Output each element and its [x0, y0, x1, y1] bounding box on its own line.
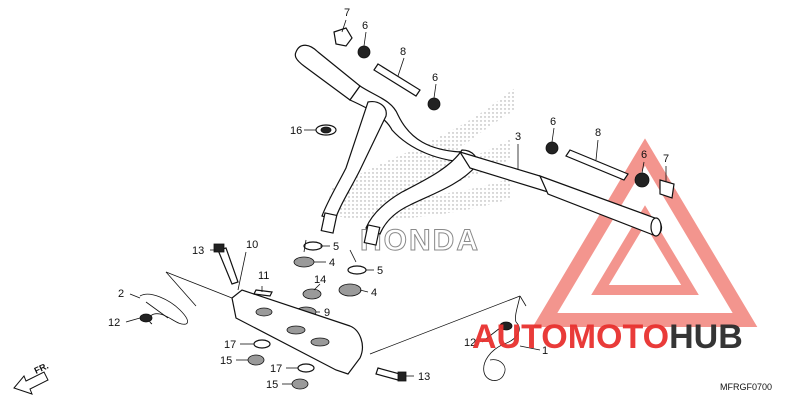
bolt-12-right [499, 321, 513, 331]
bushing-4-right [338, 283, 362, 297]
plate-11 [253, 289, 273, 297]
callout-12-left: 12 [108, 317, 120, 329]
rod-8-right [565, 149, 629, 181]
callout-8-top: 8 [400, 46, 406, 58]
callout-15-right: 15 [266, 379, 278, 391]
cap-nut-6-mid [427, 97, 441, 111]
washer-17-right [297, 363, 315, 373]
leader-lines [125, 19, 667, 385]
callout-2: 2 [118, 288, 124, 300]
cap-nut-6-top [357, 45, 371, 59]
callout-13-lower: 13 [418, 371, 430, 383]
callout-6-mid: 6 [432, 72, 438, 84]
callout-12-right: 12 [464, 337, 476, 349]
callout-17-right: 17 [270, 363, 282, 375]
wire-clip-1 [483, 295, 521, 381]
callout-16: 16 [290, 125, 302, 137]
rod-8-top [373, 63, 421, 97]
callout-6-right: 6 [550, 116, 556, 128]
front-arrow-label: FR. [33, 361, 50, 376]
callout-11: 11 [258, 270, 269, 282]
diagram-code: MFRGF0700 [720, 382, 772, 392]
callout-7-right: 7 [663, 153, 669, 165]
callout-4-left: 4 [329, 257, 335, 269]
callout-3: 3 [515, 131, 521, 143]
washer-5-right [347, 265, 367, 275]
nut-15-left [247, 354, 265, 366]
callout-1: 1 [542, 345, 548, 357]
cable-clip-2 [139, 293, 188, 325]
front-direction-arrow: FR. [13, 361, 50, 395]
callout-labels: 7 6 8 6 16 3 6 8 6 7 5 4 5 14 4 9 10 11 … [108, 7, 669, 391]
cap-nut-6-far [634, 172, 650, 188]
bolt-12-left [139, 313, 153, 323]
svg-text:AUTOMOTOHUB: AUTOMOTOHUB [472, 318, 743, 356]
nut-15-right [291, 378, 309, 390]
honda-wing-logo [328, 88, 515, 221]
callout-9: 9 [324, 307, 330, 319]
watermark-triangle [532, 138, 758, 327]
switch-clamp-7-right [659, 179, 675, 199]
watermark-auto: AUTO [472, 318, 568, 356]
bolt-13-lower [375, 367, 407, 382]
washer-17-left [253, 339, 271, 349]
collar-14 [302, 288, 322, 300]
bushing-4-left [293, 256, 315, 268]
bolt-13-upper [213, 243, 239, 285]
callout-5-right: 5 [377, 265, 383, 277]
callout-13-upper: 13 [192, 245, 204, 257]
switch-clamp-7-top [333, 27, 353, 47]
callout-10: 10 [246, 239, 258, 251]
cap-nut-6-right [545, 141, 559, 155]
callout-15-left: 15 [220, 355, 232, 367]
callout-6-top: 6 [362, 20, 368, 32]
callout-7-top: 7 [344, 7, 350, 19]
watermark-moto: MOTO [568, 318, 669, 356]
wire-band-16 [315, 124, 337, 136]
handlebar-pipe [294, 44, 663, 246]
callout-8-right: 8 [595, 127, 601, 139]
callout-6-far: 6 [641, 149, 647, 161]
washer-5-left [303, 241, 323, 251]
callout-5-left: 5 [333, 241, 339, 253]
watermark-text: AUTOMOTOHUB [472, 318, 743, 356]
callout-14: 14 [314, 274, 326, 286]
watermark-hub: HUB [669, 318, 743, 356]
handlebar-holder-plate [231, 289, 363, 375]
callout-17-left: 17 [224, 339, 236, 351]
callout-4-right: 4 [371, 287, 377, 299]
